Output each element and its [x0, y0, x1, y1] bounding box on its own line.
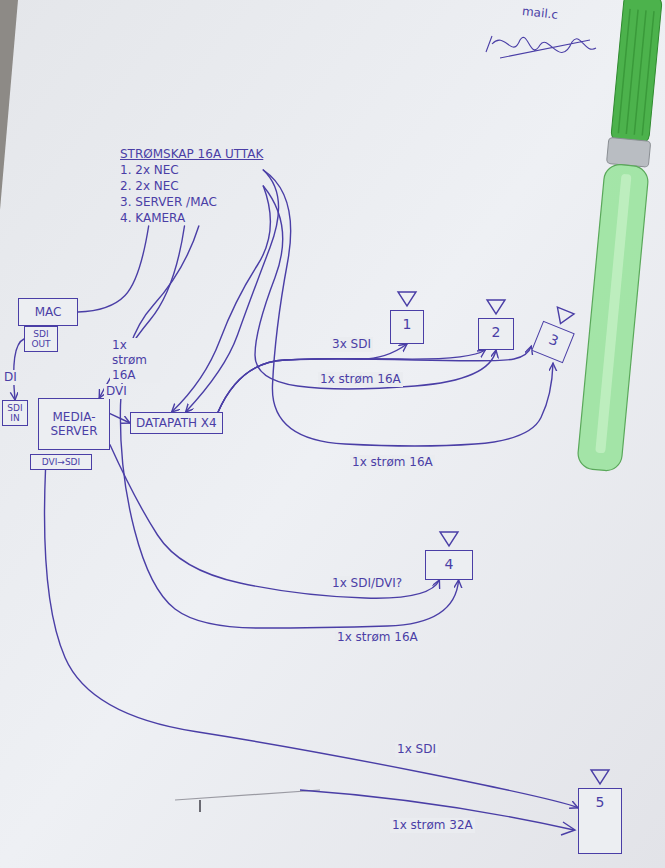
connector-label: 1x strøm 16A — [318, 372, 403, 387]
list-item: 2. 2x NEC — [120, 178, 263, 194]
port-box: SDI OUT — [24, 326, 58, 352]
connector — [110, 445, 439, 598]
arrowhead — [561, 822, 575, 835]
box-label: SDI IN — [5, 403, 25, 423]
screen-symbol — [550, 305, 577, 330]
screen-symbol — [589, 768, 611, 786]
connector — [45, 470, 578, 808]
screen-box: 2 — [478, 318, 514, 350]
sheet-mark — [199, 800, 201, 812]
screen-symbol — [438, 530, 460, 548]
screen-box: 1 — [390, 310, 424, 344]
list-item: 3. SERVER /MAC — [120, 194, 263, 210]
connector — [218, 346, 531, 412]
box-label: MAC — [35, 305, 62, 319]
green-pen — [577, 0, 665, 472]
box-label: 2 — [492, 325, 501, 339]
connector-label: DVI — [104, 384, 129, 399]
box-label: MEDIA-SERVER — [44, 410, 104, 438]
screen-symbol — [396, 290, 418, 308]
list-item: 4. KAMERA — [120, 210, 263, 226]
power-cabinet-list: STRØMSKAP 16A UTTAK1. 2x NEC2. 2x NEC3. … — [120, 146, 263, 226]
converter-box: DVI→SDI — [30, 454, 92, 470]
box-label: 3 — [547, 332, 561, 348]
connector — [218, 344, 407, 412]
device-box: DATAPATH X4 — [130, 412, 223, 434]
connector-label: 1x strøm 16A — [335, 630, 420, 645]
port-box: SDI IN — [2, 400, 28, 426]
email-fragment: mail.c — [519, 4, 560, 23]
box-label: 1 — [403, 317, 412, 331]
sheet-edge — [175, 790, 320, 800]
box-label: DVI→SDI — [42, 457, 80, 467]
server-box: MEDIA-SERVER — [38, 398, 110, 450]
screen-symbol — [485, 298, 507, 316]
connector — [172, 186, 271, 412]
connector-label: 1x SDI — [395, 742, 438, 757]
connector — [120, 226, 458, 628]
connector — [99, 226, 184, 398]
scribble — [486, 36, 596, 58]
screen-box: 3 — [531, 321, 575, 363]
box-label: DATAPATH X4 — [136, 416, 217, 430]
connector — [263, 170, 553, 446]
connector — [110, 414, 130, 423]
box-label: 4 — [445, 557, 454, 571]
box-label: SDI OUT — [27, 329, 55, 349]
list-heading: STRØMSKAP 16A UTTAK — [120, 146, 263, 162]
screen-box: 5 — [578, 788, 622, 854]
list-item: 1. 2x NEC — [120, 162, 263, 178]
connector-label: 3x SDI — [330, 337, 373, 352]
screen-box: 4 — [425, 550, 473, 580]
connector-label: 1x strøm 16A — [350, 455, 435, 470]
connector-label: 1x strøm 16A — [110, 338, 160, 383]
connector — [78, 226, 149, 312]
connector — [255, 186, 496, 389]
cable-label: 1x strøm 32A — [390, 818, 475, 833]
connector-label: 1x SDI/DVI? — [330, 576, 404, 591]
signal-label: DI — [2, 370, 19, 385]
box-label: 5 — [596, 795, 605, 809]
device-box: MAC — [18, 298, 78, 326]
